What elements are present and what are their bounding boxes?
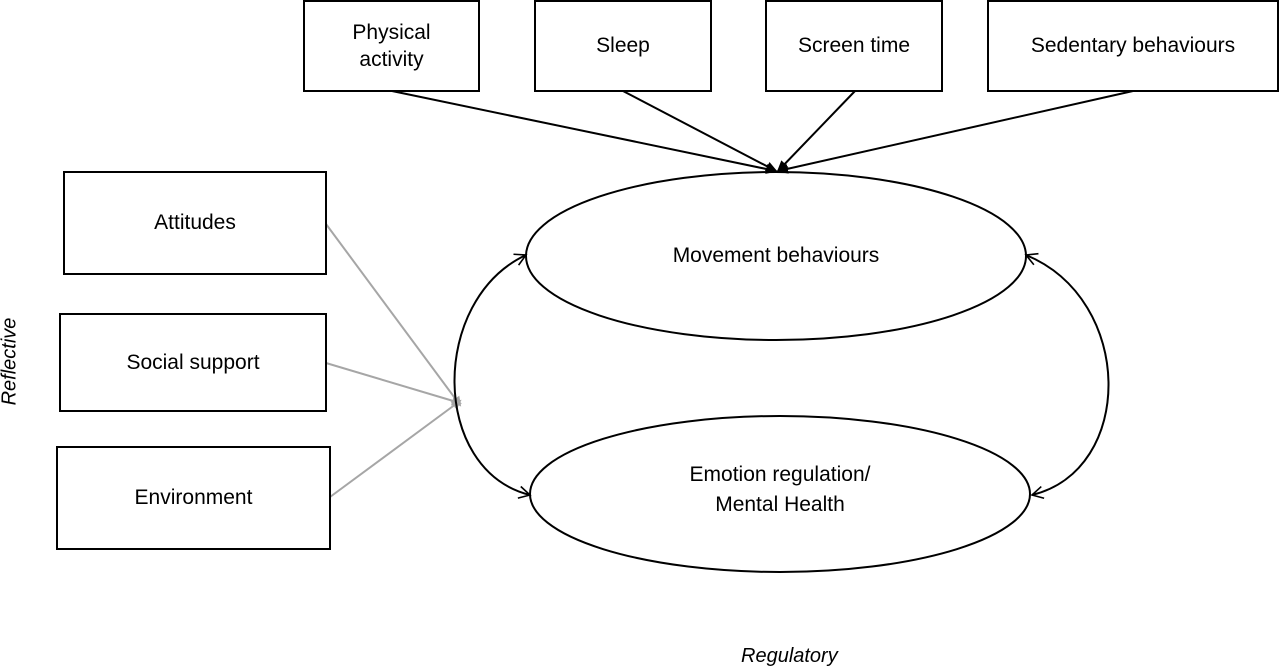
arrow-physical-activity <box>391 90 778 174</box>
social-support-box: Social support <box>59 313 327 412</box>
arrow-sedentary-behaviours <box>776 90 1134 174</box>
movement-behaviours-text: Movement behaviours <box>672 243 880 267</box>
emotion-regulation-label: Emotion regulation/ Mental Health <box>530 416 1030 572</box>
physical-activity-label-line1: Physical <box>352 20 431 44</box>
arrow-sleep <box>622 90 778 172</box>
sedentary-behaviours-box: Sedentary behaviours <box>987 0 1279 92</box>
emotion-regulation-line1: Emotion regulation/ <box>689 462 871 486</box>
sedentary-behaviours-label: Sedentary behaviours <box>1030 34 1236 58</box>
sleep-box: Sleep <box>534 0 712 92</box>
left-bidirectional-arrow <box>453 253 532 499</box>
connector-attitudes <box>325 223 462 407</box>
movement-behaviours-label: Movement behaviours <box>526 172 1026 340</box>
social-support-label: Social support <box>126 350 260 374</box>
attitudes-label: Attitudes <box>154 211 236 235</box>
physical-activity-box: Physical activity <box>303 0 480 92</box>
environment-label: Environment <box>134 486 253 510</box>
emotion-regulation-line2: Mental Health <box>715 493 845 516</box>
connector-social-support <box>325 362 462 406</box>
screen-time-box: Screen time <box>765 0 943 92</box>
screen-time-label: Screen time <box>797 34 911 58</box>
environment-box: Environment <box>56 446 331 550</box>
regulatory-axis-label: Regulatory <box>741 645 838 667</box>
sleep-label: Sleep <box>596 34 650 58</box>
right-bidirectional-arrow <box>1024 252 1110 499</box>
arrow-screen-time <box>776 90 856 173</box>
physical-activity-label-line2: activity <box>359 48 424 71</box>
connector-environment <box>329 399 462 498</box>
attitudes-box: Attitudes <box>63 171 327 275</box>
reflective-axis-label: Reflective <box>0 317 21 406</box>
